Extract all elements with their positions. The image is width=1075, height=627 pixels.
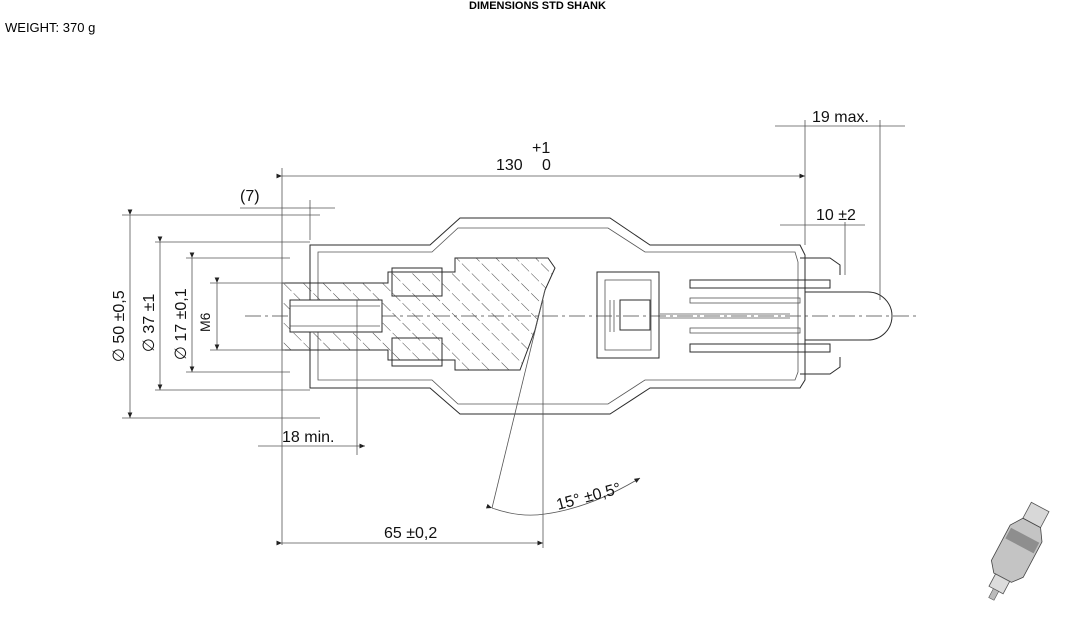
dim-19-max: 19 max. — [812, 109, 869, 126]
m6-bore — [289, 299, 383, 333]
dim-angle-15: 15° ±0,5° — [555, 480, 623, 514]
dim-7-ref: (7) — [240, 188, 260, 205]
cartridge — [596, 271, 660, 359]
dim-18-min: 18 min. — [282, 429, 334, 446]
coupling-lower — [391, 337, 443, 367]
coupling-upper — [391, 267, 443, 297]
dim-dia-50: ∅ 50 ±0,5 — [111, 290, 128, 362]
drawing-title: DIMENSIONS STD SHANK — [469, 0, 606, 12]
contact-rods — [660, 279, 893, 353]
dim-130-plus: +1 — [532, 140, 550, 157]
weight-label: WEIGHT: 370 g — [5, 20, 96, 35]
tool-body-inner — [317, 227, 799, 405]
dim-dia-37: ∅ 37 ±1 — [141, 294, 158, 352]
dim-65: 65 ±0,2 — [384, 525, 437, 542]
dim-dia-17: ∅ 17 ±0,1 — [173, 288, 190, 360]
tool-body-outline — [309, 217, 806, 415]
tool-3d-thumbnail — [988, 501, 1050, 601]
dim-130-zero: 0 — [542, 157, 551, 174]
dim-130-value: 130 — [496, 157, 523, 174]
dim-10-tol: 10 ±2 — [816, 207, 856, 224]
dim-m6: M6 — [197, 312, 213, 332]
